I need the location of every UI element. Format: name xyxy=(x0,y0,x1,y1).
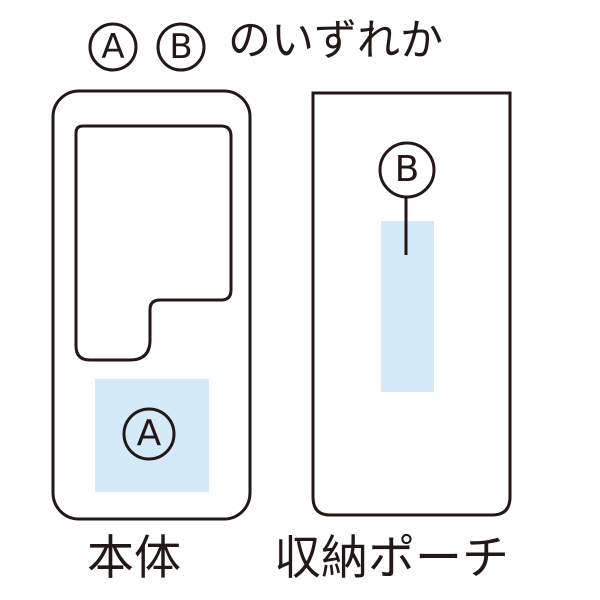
main-body-caption: 本体 xyxy=(87,531,181,586)
title-badge-b-label: B xyxy=(169,27,193,67)
title-badge-b-circle xyxy=(156,22,206,72)
title-badge-a-label: A xyxy=(101,27,125,67)
area-badge-b-label: B xyxy=(394,149,420,190)
main-body-outline xyxy=(51,89,252,521)
pouch-caption: 収納ポーチ xyxy=(274,531,509,586)
title-badge-a-circle xyxy=(88,22,138,72)
print-area-a xyxy=(95,379,209,492)
pouch-outline xyxy=(311,91,512,517)
main-body-screen xyxy=(74,124,233,362)
area-badge-a-circle xyxy=(122,407,176,461)
area-badge-a-label: A xyxy=(136,413,162,454)
title-text: のいずれか xyxy=(228,16,443,66)
area-badge-b-circle xyxy=(378,141,436,199)
